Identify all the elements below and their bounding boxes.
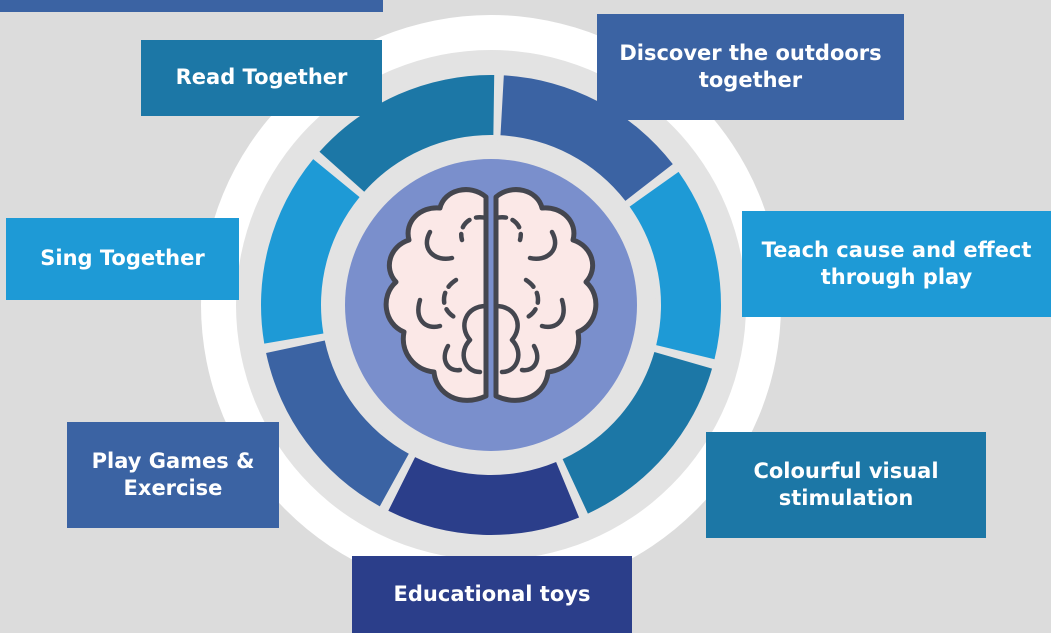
ring-segment-outdoors — [500, 75, 673, 201]
brain-icon — [383, 187, 599, 403]
label-cause-effect: Teach cause and effect through play — [742, 211, 1051, 317]
label-read-together: Read Together — [141, 40, 382, 116]
ring-segment-toys — [388, 457, 580, 535]
label-outdoors: Discover the outdoors together — [597, 14, 904, 120]
ring-segment-visual — [562, 352, 713, 514]
ring-segment-games — [266, 340, 409, 507]
ring-segment-cause — [629, 171, 721, 360]
label-visual-stimulation: Colourful visual stimulation — [706, 432, 986, 538]
ring-segment-read — [319, 75, 495, 192]
label-educational-toys: Educational toys — [352, 556, 632, 633]
ring-segment-sing — [260, 159, 360, 344]
label-play-games: Play Games & Exercise — [67, 422, 279, 528]
header-banner — [0, 0, 383, 12]
label-sing-together: Sing Together — [6, 218, 239, 300]
